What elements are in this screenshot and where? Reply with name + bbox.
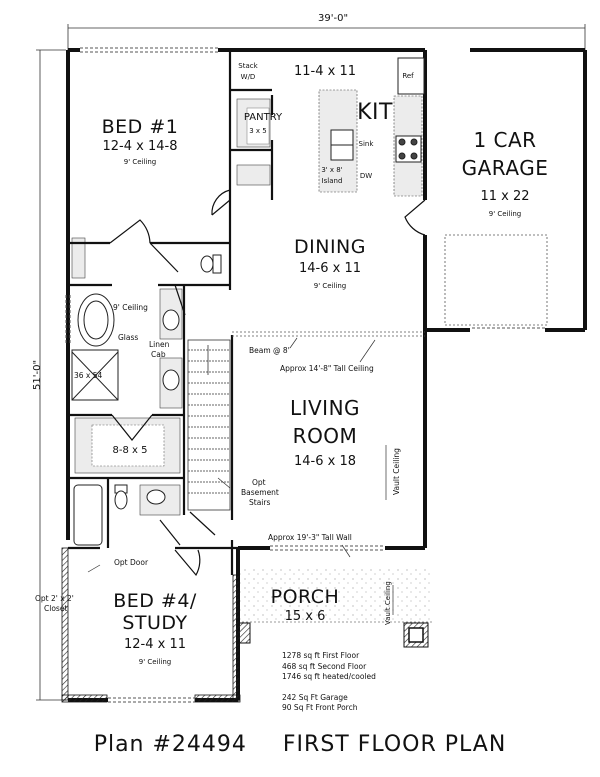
tall-ceiling-note: Approx 14'-8" Tall Ceiling — [280, 364, 374, 373]
ref-label: Ref — [402, 72, 414, 80]
glass-label: Glass — [118, 333, 139, 342]
linen-label-1: Linen — [149, 340, 170, 349]
living-vault-note: Vault Ceiling — [392, 448, 401, 495]
island-size: 3' x 8' — [321, 166, 343, 174]
area-line: 468 sq ft Second Floor — [282, 661, 367, 671]
dining-ceiling: 9' Ceiling — [313, 282, 347, 290]
beam-note: Beam @ 8' — [249, 346, 290, 355]
dimension-lines — [36, 24, 586, 701]
room-size: 12-4 x 14-8 — [102, 139, 178, 154]
porch-size: 15 x 6 — [284, 609, 326, 624]
island-label: Island — [321, 177, 343, 185]
shower-size: 36 x 54 — [74, 371, 103, 380]
doors — [109, 189, 426, 577]
leader-arrows — [87, 337, 394, 615]
plan-title: Plan #24494 FIRST FLOOR PLAN — [0, 732, 600, 757]
living-name-1: LIVING — [289, 396, 361, 420]
garage-name-1: 1 CAR — [473, 128, 537, 152]
pantry-name: PANTRY — [243, 112, 283, 123]
pantry-size: 3 x 5 — [249, 127, 267, 135]
bed4-name-1: BED #4/ — [113, 590, 197, 612]
linen-label-2: Cab — [151, 350, 166, 359]
stairs — [187, 339, 231, 511]
kitchen-size: 11-4 x 11 — [293, 64, 356, 79]
tall-wall-note: Approx 19'-3" Tall Wall — [268, 533, 352, 542]
living-name-2: ROOM — [292, 424, 358, 448]
porch-name: PORCH — [270, 586, 340, 608]
room-name: BED #1 — [101, 116, 179, 138]
depth-dimension: 51'-0" — [32, 359, 43, 390]
garage-size: 11 x 22 — [480, 189, 530, 204]
area-line: 1278 sq ft First Floor — [282, 651, 360, 660]
sink-label: Sink — [358, 140, 374, 148]
opt-stairs-1: Opt — [252, 478, 266, 487]
bed4-name-2: STUDY — [122, 612, 188, 634]
dw-label: DW — [359, 172, 373, 180]
living-size: 14-6 x 18 — [293, 454, 356, 469]
porch-columns — [237, 622, 429, 648]
bed4-ceiling: 9' Ceiling — [138, 658, 172, 666]
opt-closet-2: Closet — [44, 604, 68, 613]
fixtures — [71, 57, 425, 546]
bed4-size: 12-4 x 11 — [123, 637, 186, 652]
garage-ceiling: 9' Ceiling — [488, 210, 522, 218]
laundry-label-2: W/D — [240, 73, 256, 81]
opt-stairs-2: Basement — [241, 488, 279, 497]
area-line — [282, 683, 376, 693]
room-ceiling: 9' Ceiling — [123, 158, 157, 166]
kitchen-name: KIT — [357, 100, 393, 125]
windows — [65, 47, 545, 703]
opt-door-note: Opt Door — [114, 558, 149, 567]
area-line: 242 Sq Ft Garage — [282, 692, 348, 702]
plan-number: Plan #24494 — [93, 732, 247, 757]
garage-name-2: GARAGE — [461, 156, 549, 180]
opt-stairs-3: Stairs — [249, 498, 271, 507]
porch-vault-note: Vault Ceiling — [384, 581, 392, 625]
closet-size: 8-8 x 5 — [112, 445, 148, 456]
width-dimension: 39'-0" — [318, 13, 349, 24]
area-line: 90 Sq Ft Front Porch — [282, 703, 358, 712]
dining-name: DINING — [294, 236, 366, 258]
opt-closet-1: Opt 2' x 2' — [35, 594, 74, 603]
plan-name: FIRST FLOOR PLAN — [282, 732, 507, 757]
area-line: 1746 sq ft heated/cooled — [282, 672, 376, 681]
dining-size: 14-6 x 11 — [298, 261, 361, 276]
interior-walls — [68, 50, 274, 575]
area-summary: 1278 sq ft First Floor 468 sq ft Second … — [282, 651, 376, 714]
bath-ceiling: 9' Ceiling — [113, 303, 148, 312]
laundry-label-1: Stack — [238, 62, 258, 70]
